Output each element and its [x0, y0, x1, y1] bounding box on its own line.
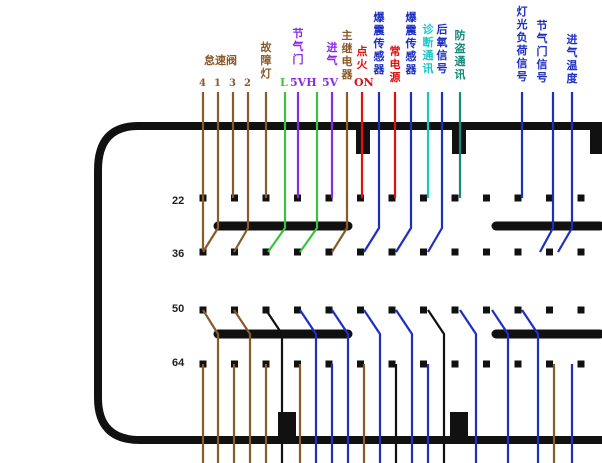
pin	[357, 306, 364, 314]
pin	[514, 194, 522, 202]
label-intake-temp: 进气温度	[566, 32, 579, 85]
wire-bottom	[395, 309, 414, 463]
label-intake: 进气	[326, 40, 338, 67]
pin	[514, 360, 522, 368]
pin	[420, 248, 427, 256]
pin	[577, 248, 585, 256]
label-anti-theft: 防盗通讯	[455, 28, 466, 81]
pin	[325, 360, 333, 368]
wire-rear-o2	[427, 92, 444, 253]
pin	[546, 360, 553, 368]
pin	[294, 306, 301, 314]
pin	[514, 306, 522, 314]
pin	[546, 194, 553, 202]
pin	[546, 306, 553, 314]
housing-tab	[590, 130, 602, 154]
wire-bottom	[202, 309, 220, 463]
label-ignition: 点火	[357, 44, 369, 71]
label-throttle-signal: 节气门信号	[536, 18, 548, 84]
pin	[294, 360, 301, 368]
pin	[357, 194, 364, 202]
pin-number: 2	[244, 78, 251, 89]
pin	[388, 248, 396, 256]
label-light-load: 灯光负荷信号	[516, 4, 528, 83]
pin-number: 1	[214, 78, 221, 89]
pin-number: 3	[229, 78, 236, 89]
label-sensor-5v: 5V	[322, 76, 339, 89]
pin	[420, 194, 427, 202]
pin	[577, 194, 585, 202]
row-label: 36	[172, 248, 184, 260]
wire-throttle-signal	[539, 92, 555, 253]
pin	[388, 194, 396, 202]
pin	[451, 306, 459, 314]
pin	[577, 360, 585, 368]
pin	[451, 194, 459, 202]
pin	[262, 248, 270, 256]
top-wires	[201, 92, 574, 253]
pin	[357, 360, 364, 368]
wire-bottom	[331, 309, 350, 463]
pin	[325, 306, 333, 314]
row-label: 64	[172, 357, 185, 369]
wire-bottom	[265, 309, 284, 463]
label-ignition-on: ON	[354, 76, 374, 89]
label-main-relay: 主继电器	[341, 28, 354, 81]
wire-main-relay	[331, 92, 349, 253]
pin	[483, 360, 490, 368]
row-label: 50	[172, 303, 184, 315]
label-pin-L: L	[280, 76, 288, 89]
pin	[451, 360, 459, 368]
label-rear-o2: 后氧信号	[436, 22, 448, 75]
pin	[388, 360, 396, 368]
wire-H	[299, 92, 319, 253]
wire-bottom	[521, 309, 540, 463]
wire-bottom	[459, 309, 478, 463]
wire-idle-1	[202, 92, 220, 253]
wire-knock-1	[363, 92, 381, 253]
pin	[451, 248, 459, 256]
bottom-wires	[201, 309, 574, 463]
pin	[325, 194, 333, 202]
wire-intake-temp	[557, 92, 574, 253]
top-labels: 怠速阀 4 1 3 2 故障灯 L 节气门 5VH 进气 5V 主继电器 点火 …	[199, 4, 579, 89]
pin-grid	[199, 194, 585, 368]
wire-bottom	[491, 309, 510, 463]
label-knock-sensor-1: 爆震传感器	[373, 10, 386, 76]
wire-bottom	[363, 309, 382, 463]
label-constant-power: 常电源	[390, 44, 401, 84]
label-5VH: 5VH	[290, 76, 317, 89]
wire-bottom	[299, 309, 318, 463]
pin	[294, 248, 301, 256]
pin	[325, 248, 333, 256]
label-knock-sensor-2: 爆震传感器	[405, 10, 418, 76]
pin	[357, 248, 364, 256]
wire-knock-2	[395, 92, 413, 253]
pin	[483, 306, 490, 314]
pin	[388, 306, 396, 314]
wire-bottom	[233, 309, 252, 463]
housing-tab	[450, 412, 468, 442]
pin	[546, 248, 553, 256]
pin	[420, 306, 427, 314]
label-diagnostic: 诊断通讯	[423, 22, 435, 75]
wire-L	[267, 92, 287, 253]
row-label: 22	[172, 195, 184, 207]
housing-tab	[278, 412, 296, 442]
label-throttle: 节气门	[292, 26, 304, 66]
label-idle-valve: 怠速阀	[204, 53, 237, 67]
pin	[577, 306, 585, 314]
pin	[483, 194, 490, 202]
pin	[514, 248, 522, 256]
pin	[231, 194, 238, 202]
pin	[483, 248, 490, 256]
label-fault-lamp: 故障灯	[261, 40, 273, 80]
wire-idle-2	[233, 92, 250, 253]
connector-housing	[94, 122, 602, 444]
pin-number: 4	[199, 78, 206, 89]
wire-bottom	[427, 309, 446, 463]
pin	[420, 360, 427, 368]
